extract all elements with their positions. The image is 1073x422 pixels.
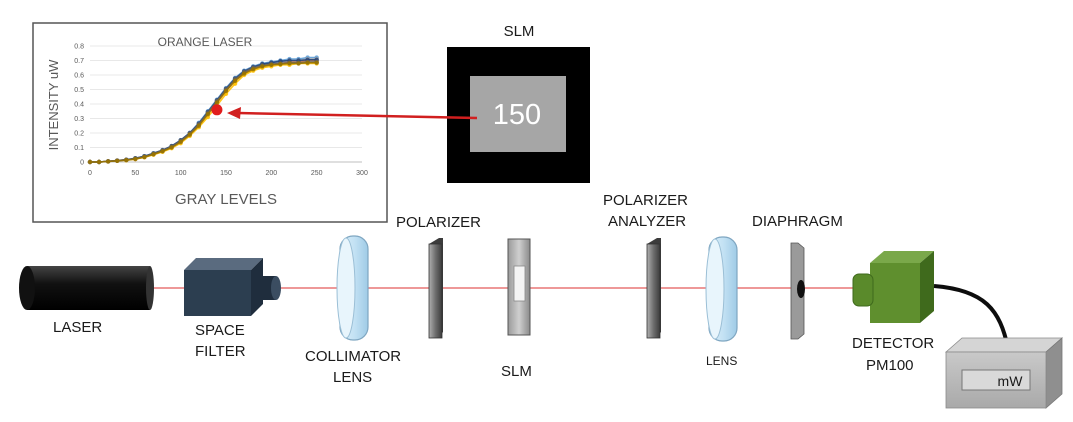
space-filter xyxy=(184,258,281,316)
chart-point xyxy=(305,60,310,65)
power-meter: mW xyxy=(944,337,1064,409)
chart-x-tick-label: 100 xyxy=(175,170,187,177)
chart-y-tick-label: 0.4 xyxy=(74,102,84,109)
chart-y-tick-label: 0.2 xyxy=(74,131,84,138)
meter-unit: mW xyxy=(998,373,1024,389)
polarizer xyxy=(428,238,443,339)
chart-point xyxy=(105,159,111,164)
chart-point xyxy=(251,67,256,72)
chart-point xyxy=(287,61,292,66)
chart-point xyxy=(296,61,301,66)
meter-display xyxy=(961,369,1031,391)
chart-point xyxy=(178,139,183,145)
chart-tick-labels: 0 0.1 0.2 0.3 0.4 0.5 0.6 0.7 0.8 0 50 100 150 200 250… xyxy=(74,44,368,178)
label-lens: LENS xyxy=(706,354,738,368)
label-collimator-line2: LENS xyxy=(333,369,373,386)
label-diaphragm: DIAPHRAGM xyxy=(752,213,843,230)
label-detector-line1: DETECTOR xyxy=(852,335,935,352)
chart-frame xyxy=(32,22,388,223)
chart-x-tick-label: 250 xyxy=(311,170,323,177)
slm-display-screen xyxy=(470,76,566,152)
chart-gridlines xyxy=(90,45,362,163)
chart-point xyxy=(87,159,93,165)
inset-chart: 0 0.1 0.2 0.3 0.4 0.5 0.6 0.7 0.8 0 50 100 150 200 250… xyxy=(32,22,388,223)
chart-series-group xyxy=(87,55,319,165)
chart-y-tick-label: 0 xyxy=(80,160,84,167)
gray-level-arrow xyxy=(237,111,478,120)
chart-x-tick-label: 300 xyxy=(356,170,368,177)
chart-point xyxy=(124,157,129,163)
label-analyzer-line1: POLARIZER xyxy=(603,192,689,209)
chart-x-axis-label: GRAY LEVELS xyxy=(175,191,277,208)
label-detector-line2: PM100 xyxy=(866,357,914,374)
chart-point xyxy=(223,88,229,94)
label-laser: LASER xyxy=(53,319,103,336)
collimator-lens xyxy=(336,235,369,341)
chart-point xyxy=(205,111,211,117)
arrow-head-icon xyxy=(227,107,241,119)
chart-y-tick-label: 0.1 xyxy=(74,145,84,152)
polarizer-analyzer xyxy=(646,238,661,339)
chart-point xyxy=(232,78,238,84)
slm-gray-value: 150 xyxy=(493,99,541,131)
label-analyzer-line2: ANALYZER xyxy=(608,213,687,230)
slm-display-title: SLM xyxy=(504,23,535,40)
chart-point xyxy=(96,159,102,165)
chart-y-tick-label: 0.3 xyxy=(74,116,84,123)
chart-title: ORANGE LASER xyxy=(158,35,253,49)
chart-y-tick-label: 0.8 xyxy=(74,44,84,51)
label-space-filter-line2: FILTER xyxy=(195,343,246,360)
chart-y-tick-label: 0.5 xyxy=(74,87,84,94)
chart-point xyxy=(241,71,247,76)
laser-source xyxy=(19,266,154,310)
chart-point xyxy=(151,152,156,157)
chart-y-tick-label: 0.7 xyxy=(74,58,84,65)
detector-cable xyxy=(933,284,1010,349)
label-collimator-line1: COLLIMATOR xyxy=(305,348,402,365)
chart-point xyxy=(314,60,319,65)
chart-point xyxy=(278,61,283,67)
chart-point xyxy=(133,156,138,162)
label-polarizer: POLARIZER xyxy=(396,214,482,231)
chart-point xyxy=(169,145,174,150)
chart-point xyxy=(214,100,220,105)
chart-x-tick-label: 200 xyxy=(265,170,277,177)
chart-x-tick-label: 50 xyxy=(131,170,139,177)
chart-point xyxy=(142,154,147,160)
label-slm: SLM xyxy=(501,363,532,380)
chart-point xyxy=(269,62,274,68)
diaphragm xyxy=(790,242,805,340)
chart-y-axis-label: INTENSITY uW xyxy=(46,59,61,151)
chart-x-tick-label: 0 xyxy=(88,170,92,177)
lens xyxy=(705,236,738,342)
detector xyxy=(852,251,934,323)
chart-point xyxy=(196,123,201,128)
chart-point xyxy=(260,64,265,69)
chart-highlight-point xyxy=(211,104,223,116)
label-space-filter-line1: SPACE xyxy=(195,322,245,339)
chart-point xyxy=(187,132,192,137)
chart-y-tick-label: 0.6 xyxy=(74,73,84,80)
slm-device xyxy=(507,238,531,336)
chart-point xyxy=(160,149,165,154)
chart-x-tick-label: 150 xyxy=(220,170,232,177)
chart-point xyxy=(115,158,120,164)
